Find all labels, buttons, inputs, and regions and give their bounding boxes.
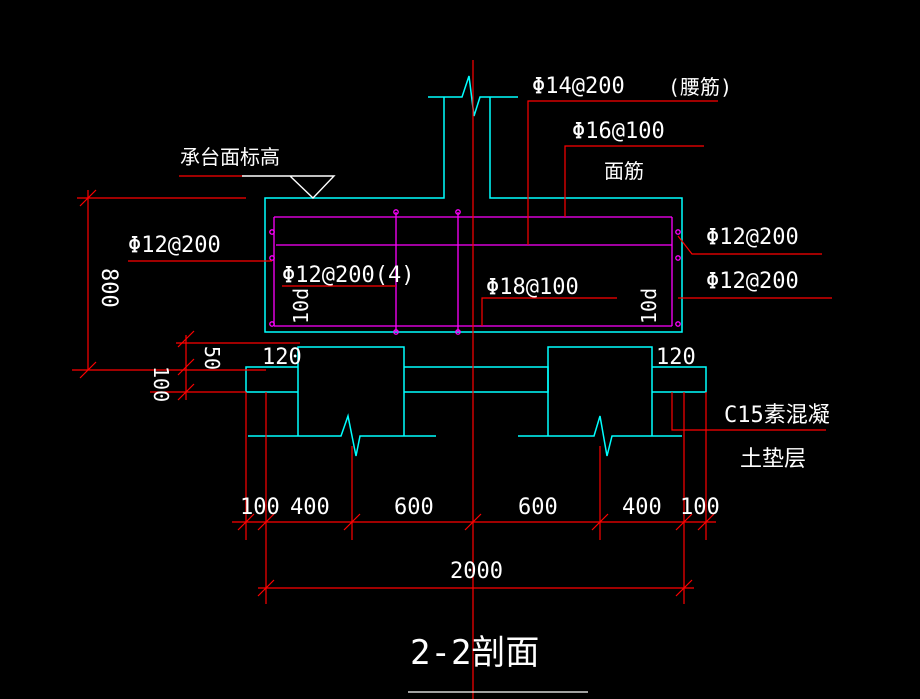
dimension-lines (72, 60, 832, 699)
label-bottom-rebar: Φ18@100 (486, 275, 579, 300)
label-cushion-1: C15素混凝 (724, 403, 830, 428)
dim-step-50: 50 (200, 346, 224, 370)
leader-cushion (671, 392, 826, 431)
dim-cover-left: 120 (262, 345, 302, 370)
dim-bottom-3: 600 (394, 495, 434, 520)
leader-waist-rebar (527, 100, 718, 245)
cushion-outline-mid (404, 366, 549, 393)
leader-top-rebar (564, 145, 704, 217)
label-stirrup: Φ12@200(4) (282, 263, 414, 288)
rebar-dots (269, 209, 681, 335)
label-anchor-right: 10d (637, 288, 661, 324)
dim-bottom-6: 100 (680, 495, 720, 520)
pile-right-break (518, 415, 682, 457)
dim-bottom-2: 400 (290, 495, 330, 520)
pile-left-break (248, 413, 436, 457)
label-cushion-2: 土垫层 (740, 447, 806, 472)
label-side-rebar-right-1: Φ12@200 (706, 225, 799, 250)
leader-bottom-rebar (481, 297, 617, 326)
cushion-outline-left (245, 366, 298, 393)
label-side-rebar-left: Φ12@200 (128, 233, 221, 258)
label-anchor-left: 10d (289, 288, 313, 324)
label-side-rebar-right-2: Φ12@200 (706, 269, 799, 294)
leader-side-right-1 (677, 235, 822, 255)
label-waist-rebar: Φ14@200 (532, 74, 625, 99)
label-waist-rebar-note: (腰筋) (668, 75, 732, 99)
pile-right (547, 346, 653, 436)
dim-height-800: 800 (96, 268, 121, 308)
label-top-rebar-note: 面筋 (604, 159, 644, 183)
dim-ticks (237, 513, 715, 531)
dim-bottom-5: 400 (622, 495, 662, 520)
drawing-text: 承台面标高 Φ14@200 (腰筋) Φ16@100 面筋 Φ12@200 Φ1… (96, 74, 830, 673)
column-break-mark (428, 75, 518, 117)
dim-bottom-1: 100 (240, 495, 280, 520)
label-cap-top-elevation: 承台面标高 (180, 145, 280, 169)
dim-cover-right: 120 (656, 345, 696, 370)
rebar (269, 209, 681, 335)
label-top-rebar: Φ16@100 (572, 119, 665, 144)
dim-total: 2000 (450, 559, 503, 584)
drawing-title: 2-2剖面 (410, 633, 539, 673)
pile-left (297, 346, 405, 436)
elevation-symbol (242, 175, 336, 199)
dim-cushion-100: 100 (149, 366, 173, 402)
dim-bottom-4: 600 (518, 495, 558, 520)
cushion-outline-right (652, 366, 707, 393)
